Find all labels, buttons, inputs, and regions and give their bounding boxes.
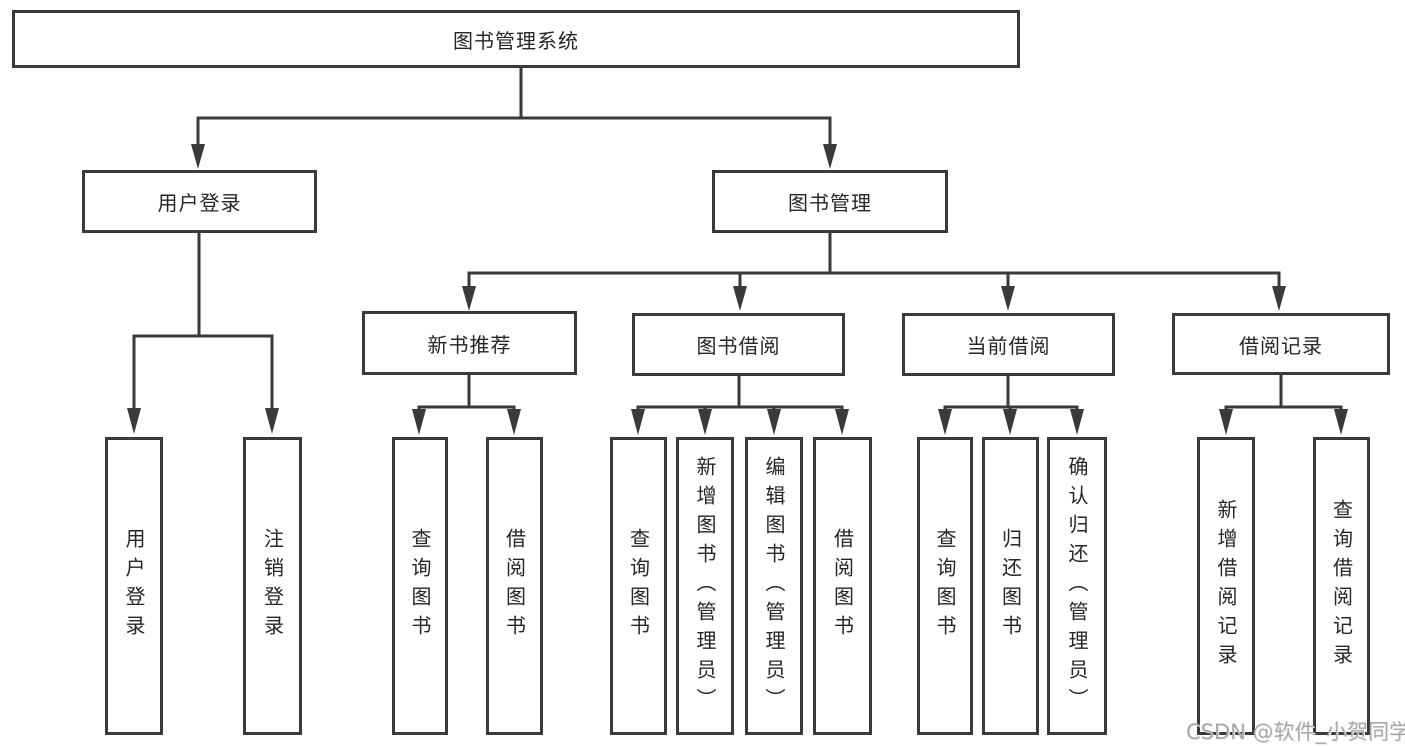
node-borrowing-records: 借阅记录 — [1172, 313, 1390, 375]
leaf-add-borrow-record-label: 新增借阅记录 — [1214, 499, 1238, 673]
leaf-add-borrow-record: 新增借阅记录 — [1197, 437, 1255, 735]
leaf-query-borrow-record-label: 查询借阅记录 — [1329, 499, 1354, 673]
leaf-query-books-recommend-label: 查询图书 — [408, 528, 432, 644]
leaf-query-borrow-record: 查询借阅记录 — [1313, 437, 1370, 735]
leaf-return-books: 归还图书 — [982, 437, 1039, 735]
leaf-borrow-books-recommend: 借阅图书 — [486, 437, 543, 735]
node-borrowing-records-label: 借阅记录 — [1239, 333, 1323, 358]
leaf-add-books-admin-label: 新增图书（管理员） — [693, 455, 717, 717]
node-root: 图书管理系统 — [12, 10, 1020, 68]
watermark: CSDN @软件_小贺同学 — [1186, 720, 1405, 744]
leaf-add-books-admin: 新增图书（管理员） — [676, 437, 734, 735]
leaf-confirm-return-admin-label: 确认归还（管理员） — [1065, 455, 1089, 717]
leaf-query-books-current: 查询图书 — [917, 437, 973, 735]
leaf-borrow-books-recommend-label: 借阅图书 — [502, 528, 527, 644]
node-book-borrowing: 图书借阅 — [632, 313, 845, 376]
node-new-book-recommend-label: 新书推荐 — [427, 332, 512, 357]
node-current-borrowing: 当前借阅 — [902, 313, 1115, 376]
node-user-login-branch-label: 用户登录 — [157, 191, 242, 215]
node-root-label: 图书管理系统 — [453, 28, 579, 53]
leaf-logout: 注销登录 — [243, 437, 302, 735]
node-book-management-branch-label: 图书管理 — [788, 191, 872, 215]
node-user-login-branch: 用户登录 — [82, 170, 317, 233]
leaf-edit-books-admin-label: 编辑图书（管理员） — [762, 455, 786, 717]
node-current-borrowing-label: 当前借阅 — [966, 334, 1051, 358]
node-new-book-recommend: 新书推荐 — [362, 311, 577, 375]
leaf-return-books-label: 归还图书 — [998, 528, 1023, 644]
leaf-query-books-recommend: 查询图书 — [392, 437, 448, 735]
leaf-query-books-current-label: 查询图书 — [933, 528, 957, 644]
leaf-logout-label: 注销登录 — [260, 528, 285, 644]
leaf-borrow-books-borrowing: 借阅图书 — [813, 437, 872, 735]
node-book-management-branch: 图书管理 — [712, 170, 948, 233]
leaf-edit-books-admin: 编辑图书（管理员） — [745, 437, 803, 735]
leaf-borrow-books-borrowing-label: 借阅图书 — [830, 528, 855, 644]
leaf-query-books-borrowing: 查询图书 — [610, 437, 667, 735]
leaf-user-login: 用户登录 — [105, 437, 163, 735]
leaf-query-books-borrowing-label: 查询图书 — [626, 528, 651, 644]
node-book-borrowing-label: 图书借阅 — [696, 334, 781, 358]
leaf-confirm-return-admin: 确认归还（管理员） — [1047, 437, 1107, 735]
leaf-user-login-label: 用户登录 — [122, 528, 146, 644]
arrowhead-icons — [127, 144, 1348, 435]
